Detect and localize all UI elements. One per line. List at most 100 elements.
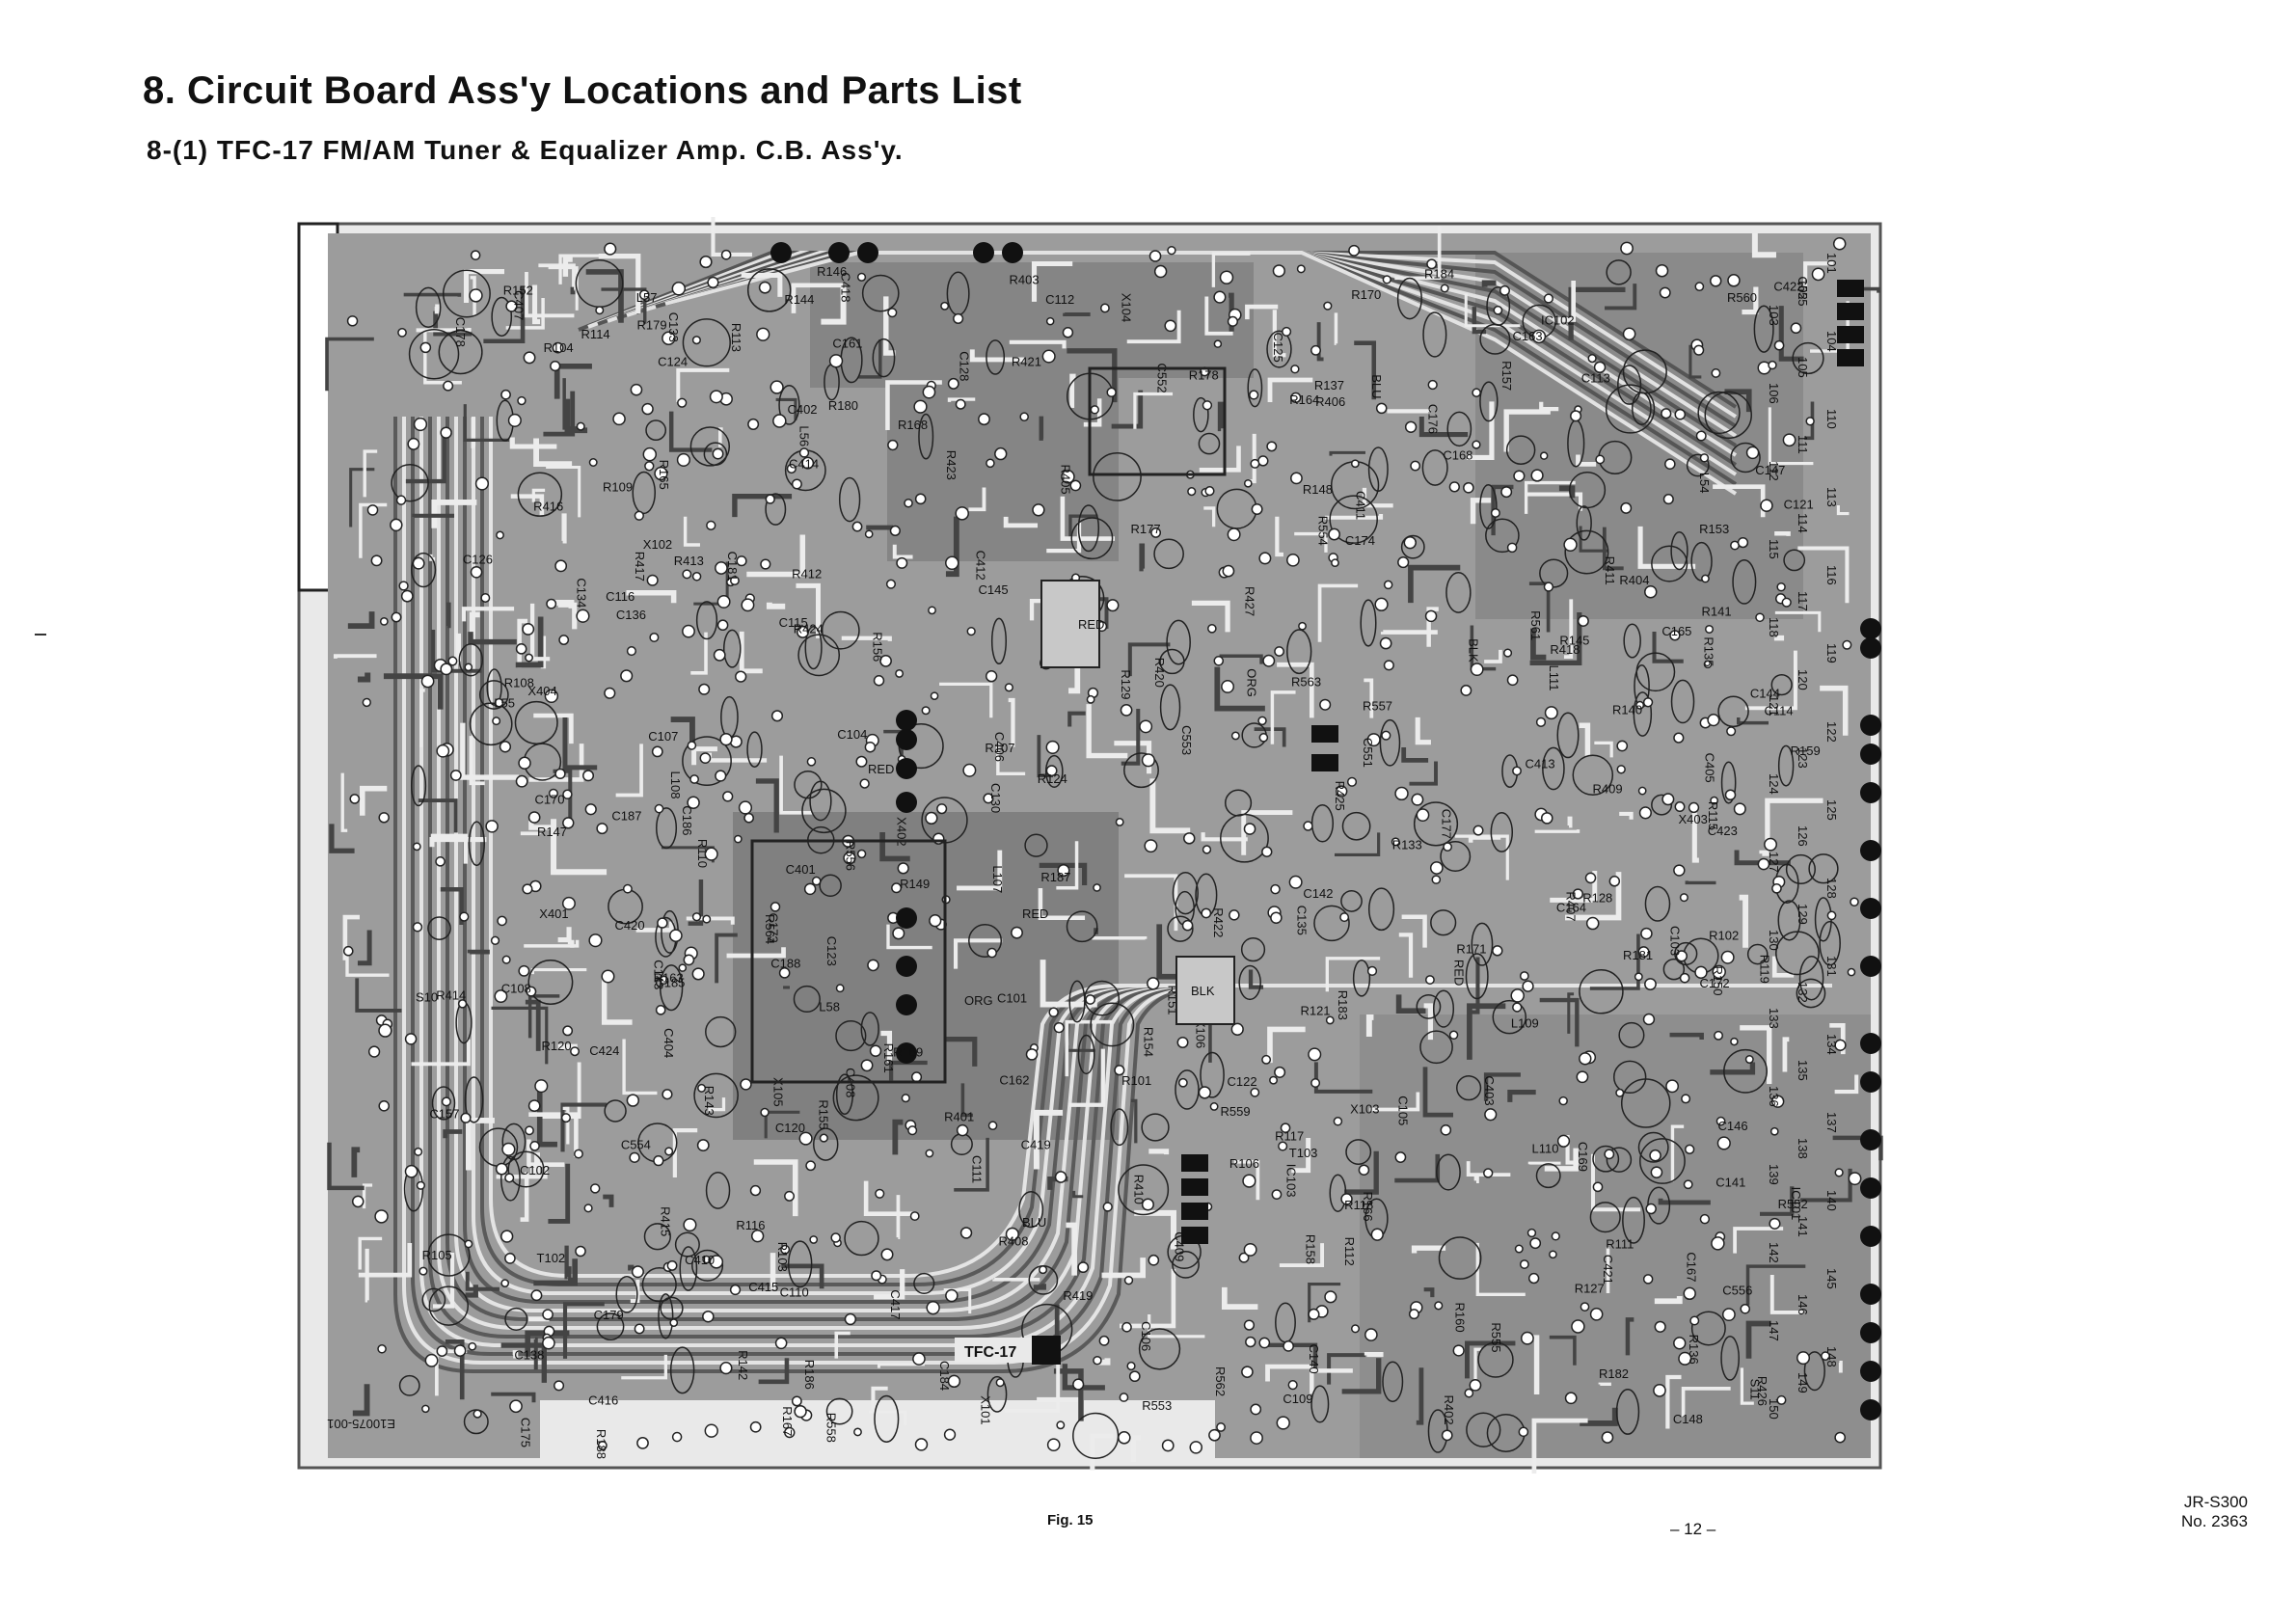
component-label: R121: [1300, 1003, 1330, 1017]
solder-pad: [562, 1025, 574, 1037]
circuit-trace: [1579, 722, 1591, 757]
solder-pad: [1673, 864, 1686, 877]
circuit-trace: [467, 949, 490, 955]
solder-pad: [738, 800, 753, 815]
circuit-trace: [1004, 1358, 1061, 1413]
circuit-trace: [635, 921, 674, 933]
component-outline: [1617, 365, 1642, 405]
component-outline: [1798, 955, 1824, 1001]
component-label: R108: [504, 676, 534, 690]
solder-pad: [907, 1125, 918, 1136]
solder-pad: [400, 589, 414, 603]
capacitor-outline: [1564, 529, 1609, 575]
solder-pad: [794, 1404, 807, 1419]
solder-pad: [1540, 812, 1553, 825]
component-outline: [669, 1346, 695, 1394]
component-label: R158: [1304, 1234, 1318, 1264]
component-outline: [1471, 922, 1494, 966]
terminal-pad: [896, 729, 917, 750]
component-label: BLK: [1466, 638, 1480, 663]
circuit-trace: [1241, 810, 1293, 855]
solder-pad: [1470, 663, 1484, 677]
solder-pad: [1054, 1171, 1067, 1183]
circuit-trace: [1275, 516, 1283, 557]
solder-pad: [1637, 946, 1650, 959]
solder-pad: [1093, 883, 1101, 892]
capacitor-outline: [1704, 391, 1752, 440]
component-outline: [1238, 964, 1261, 1001]
component-label: R137: [1314, 378, 1344, 392]
component-label: C148: [1673, 1412, 1703, 1426]
circuit-trace: [947, 397, 976, 402]
circuit-trace: [1782, 1037, 1790, 1072]
model-number: JR-S300: [2183, 1493, 2248, 1511]
solder-pad: [803, 882, 817, 896]
solder-pad: [774, 1337, 788, 1350]
solder-pad: [1707, 714, 1720, 727]
solder-pad: [1431, 875, 1442, 884]
terminal-pad: [896, 1042, 917, 1064]
solder-pad: [851, 521, 863, 532]
solder-pad: [1776, 1394, 1787, 1405]
solder-pad: [1469, 1378, 1482, 1392]
solder-pad: [1222, 564, 1235, 578]
solder-pad: [1153, 264, 1168, 279]
coil-label-org: ORG: [964, 993, 993, 1008]
solder-pad: [1403, 535, 1417, 550]
circuit-trace: [1201, 832, 1248, 842]
solder-pad: [1506, 542, 1518, 554]
solder-pad: [1642, 1013, 1656, 1026]
capacitor-outline: [1345, 1139, 1372, 1165]
circuit-trace: [858, 339, 882, 379]
component-label: R184: [1424, 266, 1454, 281]
component-label: R133: [1392, 837, 1422, 852]
component-label: C412: [973, 551, 987, 581]
solder-pad: [464, 1239, 473, 1249]
solder-pad: [1655, 263, 1669, 278]
component-label: C103: [1667, 926, 1682, 956]
component-label: RED: [1451, 960, 1466, 986]
connector-label: 124: [1767, 773, 1781, 795]
circuit-trace: [1233, 1159, 1260, 1201]
solder-pad: [631, 1265, 644, 1279]
component-outline: [1110, 1108, 1129, 1147]
component-label: R136: [1687, 1335, 1701, 1365]
solder-pad: [798, 447, 810, 458]
solder-pad: [1121, 1321, 1132, 1333]
circuit-trace: [461, 607, 515, 622]
solder-pad: [390, 518, 403, 532]
circuit-trace: [1267, 377, 1313, 402]
capacitor-outline: [1539, 558, 1569, 588]
capacitor-outline: [1024, 833, 1048, 857]
solder-pad: [620, 669, 634, 683]
circuit-trace: [746, 534, 806, 578]
capacitor-outline: [1479, 323, 1511, 355]
solder-pad: [1463, 481, 1474, 494]
solder-pad: [791, 478, 802, 490]
connector-label: 126: [1796, 825, 1810, 847]
circuit-trace: [871, 1386, 888, 1412]
circuit-trace: [628, 1264, 635, 1271]
capacitor-outline: [1225, 789, 1253, 817]
solder-pad: [424, 1353, 439, 1367]
solder-pad: [1645, 1203, 1657, 1215]
solder-pad: [1099, 303, 1110, 313]
circuit-trace: [1580, 1407, 1618, 1426]
solder-pad: [729, 1284, 742, 1296]
component-label: R177: [1131, 522, 1161, 536]
terminal-pad: [1860, 1226, 1881, 1247]
circuit-trace: [1199, 446, 1241, 473]
component-label: R413: [674, 554, 704, 568]
circuit-trace: [1313, 1062, 1373, 1094]
solder-pad: [811, 876, 822, 886]
circuit-trace: [690, 632, 708, 675]
circuit-trace: [1681, 1387, 1731, 1417]
solder-pad: [1556, 1134, 1571, 1148]
solder-pad: [440, 663, 453, 676]
solder-pad: [932, 832, 945, 845]
component-label: R402: [1442, 1394, 1456, 1424]
solder-pad: [671, 1431, 683, 1443]
capacitor-outline: [1466, 1412, 1501, 1447]
solder-pad: [760, 1107, 770, 1118]
component-label: R164: [1289, 392, 1319, 407]
